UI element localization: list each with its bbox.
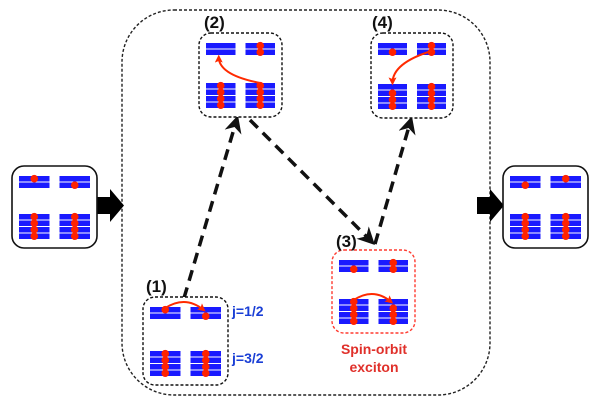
step-3-box — [331, 249, 416, 334]
electron-dot — [389, 265, 398, 274]
electron-dot — [256, 48, 265, 56]
exciton-label-line1: Spin-orbit — [341, 341, 407, 357]
energy-level-bar — [19, 182, 50, 188]
electron-dot — [70, 225, 79, 234]
energy-level-bar — [206, 43, 236, 49]
electron-dot — [389, 310, 398, 319]
electron-dot — [161, 349, 170, 358]
energy-level-bar — [190, 307, 221, 313]
electron-dot — [201, 362, 210, 371]
electron-dot — [201, 369, 210, 378]
energy-level-bar — [339, 260, 369, 266]
energy-level-bar — [378, 43, 407, 49]
output-arrow-icon — [477, 189, 504, 222]
electron-dot — [388, 102, 397, 110]
electron-dot — [388, 48, 397, 56]
electron-dot — [70, 212, 79, 221]
electron-dot — [427, 82, 436, 91]
electron-dot — [30, 174, 39, 183]
electron-dot — [30, 219, 39, 227]
electron-dot — [256, 41, 265, 50]
electron-dot — [201, 349, 210, 358]
electron-dot — [427, 48, 436, 56]
electron-dot — [161, 362, 170, 371]
electron-dot — [389, 317, 398, 326]
electron-dot — [349, 304, 358, 313]
electron-dot — [216, 94, 225, 103]
level-label-lower: j=3/2 — [231, 350, 264, 366]
path-arrow-3-to-4 — [373, 116, 416, 245]
electron-dot — [30, 225, 39, 234]
energy-level-bar — [510, 176, 541, 182]
electron-dot — [161, 369, 170, 378]
step-2-box — [198, 32, 283, 118]
initial-state-box — [11, 165, 98, 249]
electron-dot — [216, 88, 225, 96]
electron-dot — [427, 95, 436, 104]
electron-dot — [388, 89, 397, 97]
step-4-box — [370, 32, 454, 119]
electron-dot — [521, 219, 530, 227]
electron-dot — [256, 94, 265, 103]
electron-dot — [561, 232, 570, 240]
electron-dot — [561, 225, 570, 234]
electron-dot — [349, 317, 358, 326]
step-1-box — [142, 296, 229, 386]
electron-dot — [216, 81, 225, 90]
path-arrow-1-to-2 — [182, 115, 242, 299]
electron-dot — [349, 265, 358, 274]
energy-level-bar — [59, 176, 90, 182]
hop-arrow-red — [214, 54, 261, 84]
electron-dot — [427, 41, 436, 50]
electron-dot — [30, 212, 39, 221]
electron-dot — [521, 181, 530, 189]
electron-dot — [201, 312, 210, 321]
electron-dot — [70, 219, 79, 227]
energy-level-bar — [550, 182, 581, 188]
electron-dot — [521, 225, 530, 234]
electron-dot — [70, 181, 79, 189]
electron-dot — [201, 356, 210, 365]
electron-dot — [521, 212, 530, 221]
energy-level-bar — [206, 49, 236, 55]
electron-dot — [561, 219, 570, 227]
level-label-upper: j=1/2 — [231, 303, 264, 319]
energy-level-bar — [378, 84, 407, 90]
step-label-2: (2) — [204, 13, 225, 32]
hop-arrow-red — [388, 50, 432, 86]
path-arrow-2-to-3 — [248, 118, 375, 245]
electron-dot — [561, 212, 570, 221]
electron-dot — [521, 232, 530, 240]
final-state-box — [502, 165, 589, 249]
electron-dot — [389, 258, 398, 267]
electron-dot — [427, 89, 436, 97]
electron-dot — [388, 95, 397, 104]
electron-dot — [427, 102, 436, 110]
step-label-3: (3) — [336, 232, 357, 251]
step-label-1: (1) — [146, 277, 167, 296]
electron-dot — [561, 174, 570, 183]
site-a-upper-levels — [206, 43, 236, 55]
energy-level-bar — [378, 299, 408, 305]
electron-dot — [256, 81, 265, 90]
hop-arrow-red — [353, 293, 394, 304]
electron-dot — [70, 232, 79, 240]
electron-dot — [256, 88, 265, 96]
exciton-label-line2: exciton — [349, 359, 398, 375]
electron-dot — [349, 310, 358, 319]
input-arrow-icon — [97, 189, 124, 222]
electron-dot — [256, 101, 265, 109]
energy-level-bar — [150, 313, 181, 319]
step-label-4: (4) — [372, 13, 393, 32]
hop-arrow-red — [164, 301, 206, 312]
electron-dot — [161, 356, 170, 365]
electron-dot — [216, 101, 225, 109]
electron-dot — [389, 304, 398, 313]
electron-dot — [30, 232, 39, 240]
